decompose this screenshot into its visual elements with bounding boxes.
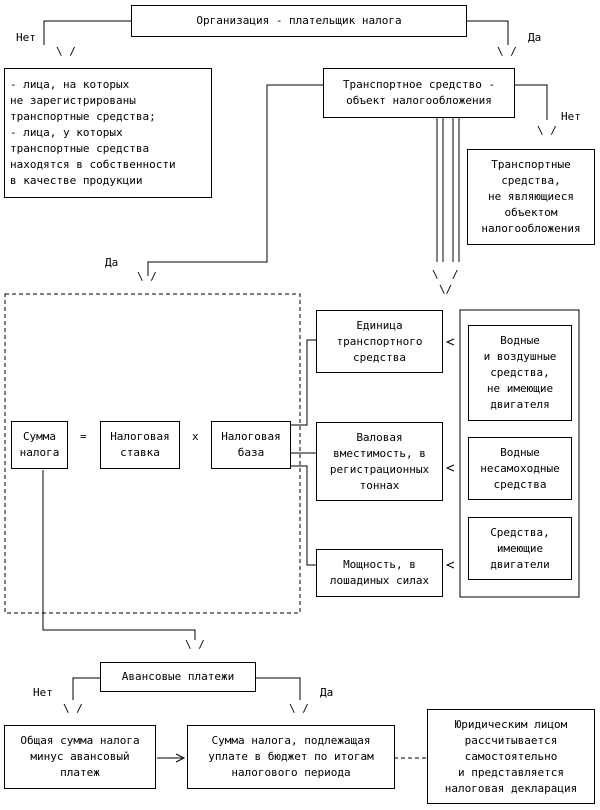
tick-double-arrow-tip: \/: [439, 283, 453, 296]
label-times: x: [192, 430, 199, 443]
label-yes-2: Да: [105, 256, 119, 269]
not-object-box: Транспортные средства, не являющиеся объ…: [467, 149, 595, 245]
label-equals: =: [80, 430, 87, 443]
advance-box: Авансовые платежи: [100, 662, 256, 692]
label-no-3: Нет: [33, 686, 53, 699]
org-box: Организация - плательщик налога: [131, 5, 467, 37]
tax-sum-box: Сумма налога: [11, 421, 68, 469]
tick-double-arrow: \ /: [432, 268, 459, 281]
label-yes-1: Да: [528, 31, 542, 44]
tick-yes-3: \ /: [289, 702, 309, 715]
tick-no-3: \ /: [63, 702, 83, 715]
tax-rate-box: Налоговая ставка: [100, 421, 180, 469]
tax-base-box: Налоговая база: [211, 421, 291, 469]
tick-no-2: \ /: [537, 124, 557, 137]
tick-yes-2: \ /: [137, 270, 157, 283]
persons-box: - лица, на которых не зарегистрированы т…: [4, 68, 212, 198]
power-box: Мощность, в лошадиных силах: [316, 549, 443, 597]
declaration-box: Юридическим лицом рассчитывается самосто…: [427, 709, 595, 804]
with-engines-box: Средства, имеющие двигатели: [468, 517, 572, 580]
label-no-1: Нет: [16, 31, 36, 44]
water-non-self-box: Водные несамоходные средства: [468, 437, 572, 500]
water-air-box: Водные и воздушные средства, не имеющие …: [468, 325, 572, 421]
tick-no-1: \ /: [56, 45, 76, 58]
object-box: Транспортное средство - объект налогообл…: [323, 68, 515, 118]
tick-yes-1: \ /: [497, 45, 517, 58]
label-no-2: Нет: [561, 110, 581, 123]
total-minus-box: Общая сумма налога минус авансовый плате…: [4, 725, 156, 789]
unit-box: Единица транспортного средства: [316, 310, 443, 373]
payable-box: Сумма налога, подлежащая уплате в бюджет…: [187, 725, 395, 789]
label-yes-3: Да: [320, 686, 334, 699]
tonnage-box: Валовая вместимость, в регистрационных т…: [316, 422, 443, 501]
tick-advance: \ /: [185, 638, 205, 651]
